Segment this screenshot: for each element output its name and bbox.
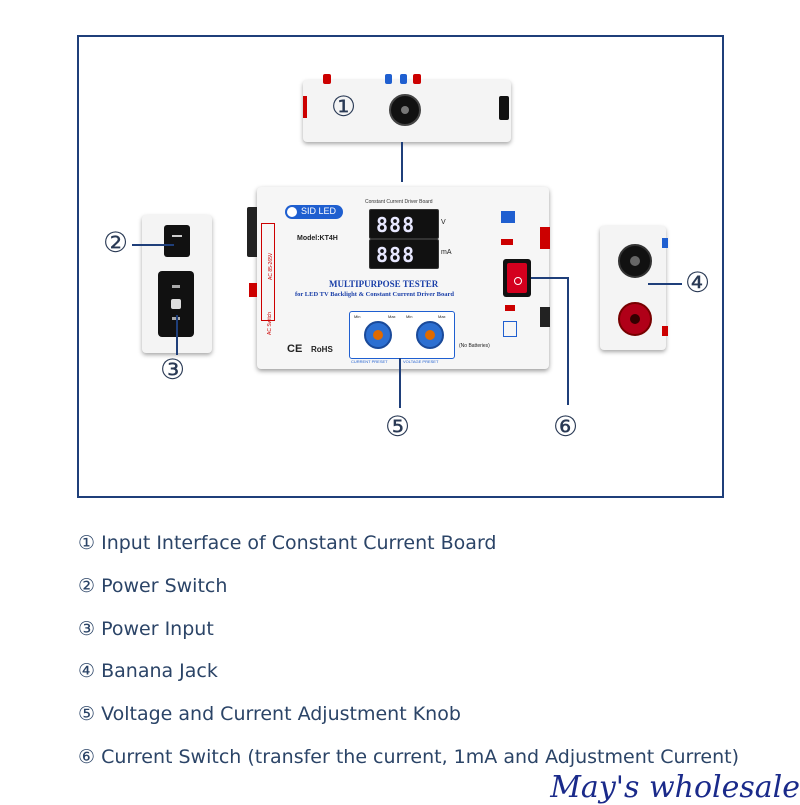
side-label-switch: AC Switch [267, 311, 273, 335]
knob-label-voltage: VOLTAGE PRESET [403, 359, 439, 364]
knob-label-current: CURRENT PRESET [351, 359, 388, 364]
voltage-knob[interactable] [416, 321, 444, 349]
legend-item-1: ① Input Interface of Constant Current Bo… [78, 532, 497, 554]
legend-item-4: ④ Banana Jack [78, 660, 218, 682]
input-interface-module [303, 74, 511, 142]
leader-line-1 [401, 142, 403, 182]
brand-logo: SID LED [285, 205, 343, 219]
banana-jack-module [600, 226, 668, 350]
unit-ma: mA [441, 249, 452, 256]
power-switch-icon [164, 225, 190, 257]
legend-item-6: ⑥ Current Switch (transfer the current, … [78, 746, 739, 768]
current-switch[interactable] [503, 259, 531, 297]
leader-line-6a [531, 277, 569, 279]
knob-panel: Min Max Min Max [349, 311, 455, 359]
power-input-icon [158, 271, 194, 337]
device-header: Constant Current Driver Board [365, 199, 433, 205]
side-label-ac: AC 85-265V [268, 252, 274, 280]
leader-line-3 [176, 315, 178, 355]
dc-jack-icon [389, 94, 421, 126]
device-subtitle: for LED TV Backlight & Constant Current … [295, 291, 455, 298]
tester-device: AC 85-265V AC Switch SID LED Model:KT4H … [247, 187, 550, 369]
no-batteries-label: (No Batteries) [459, 343, 490, 349]
model-label: Model:KT4H [297, 235, 338, 242]
legend-item-2: ② Power Switch [78, 575, 228, 597]
callout-5: ⑤ [385, 410, 411, 443]
callout-2: ② [103, 226, 129, 259]
power-module [142, 215, 212, 353]
callout-4: ④ [685, 266, 711, 299]
black-jack-icon [618, 244, 652, 278]
leader-line-5 [399, 358, 401, 408]
voltage-display: 888 [369, 209, 439, 239]
callout-1: ① [331, 90, 357, 123]
legend-item-5: ⑤ Voltage and Current Adjustment Knob [78, 703, 461, 725]
rohs-mark: RoHS [311, 345, 333, 354]
red-jack-icon [618, 302, 652, 336]
leader-line-4 [648, 283, 682, 285]
leader-line-2 [132, 244, 174, 246]
legend-item-3: ③ Power Input [78, 618, 214, 640]
leader-line-6b [567, 277, 569, 405]
current-knob[interactable] [364, 321, 392, 349]
unit-v: V [441, 219, 446, 226]
watermark: May's wholesale [550, 770, 800, 805]
ce-mark: CE [287, 343, 303, 355]
callout-6: ⑥ [553, 410, 579, 443]
callout-3: ③ [160, 353, 186, 386]
device-title: MULTIPURPOSE TESTER [329, 279, 439, 289]
current-display: 888 [369, 239, 439, 269]
